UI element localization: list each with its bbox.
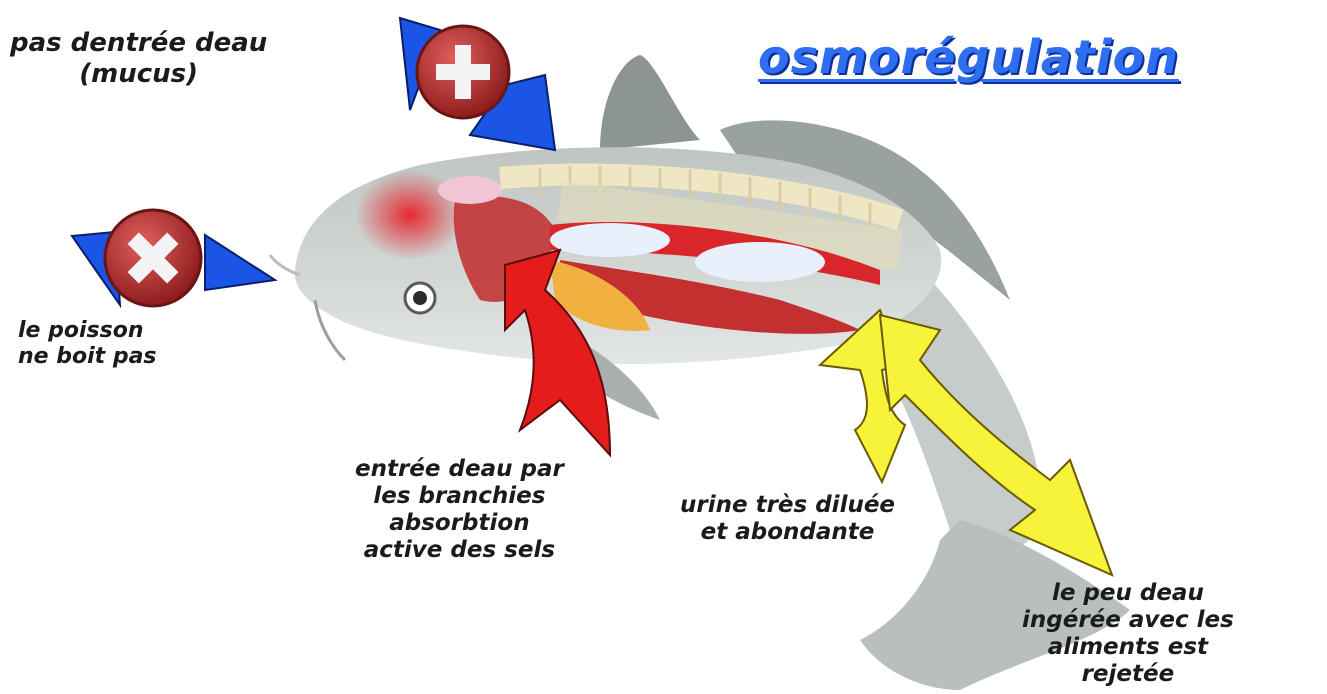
label-line: rejetée	[1022, 661, 1234, 688]
label-urine: urine très diluée et abondante	[680, 492, 895, 546]
label-ne-boit-pas: le poisson ne boit pas	[18, 318, 157, 370]
label-line: le peu deau	[1022, 580, 1234, 607]
label-mucus: pas dentrée deau (mucus)	[10, 28, 267, 89]
swim-bladder-front	[550, 223, 670, 257]
label-line: ne boit pas	[18, 344, 157, 370]
label-rejet: le peu deau ingérée avec les aliments es…	[1022, 580, 1234, 689]
forbidden-badge-icon	[105, 210, 201, 306]
label-line: absorbtion	[355, 510, 564, 537]
swim-bladder-rear	[695, 242, 825, 282]
label-line: entrée deau par	[355, 456, 564, 483]
page-title: osmorégulation	[758, 30, 1179, 84]
label-line: le poisson	[18, 318, 157, 344]
forbidden-badge-icon	[417, 26, 509, 118]
label-line: aliments est	[1022, 634, 1234, 661]
label-line: et abondante	[680, 519, 895, 546]
brain	[438, 176, 502, 204]
dorsal-fin	[600, 55, 700, 150]
label-line: active des sels	[355, 537, 564, 564]
label-branchies: entrée deau par les branchies absorbtion…	[355, 456, 564, 565]
label-line: les branchies	[355, 483, 564, 510]
label-line: pas dentrée deau	[10, 28, 267, 59]
label-line: urine très diluée	[680, 492, 895, 519]
label-line: ingérée avec les	[1022, 607, 1234, 634]
label-line: (mucus)	[10, 59, 267, 90]
